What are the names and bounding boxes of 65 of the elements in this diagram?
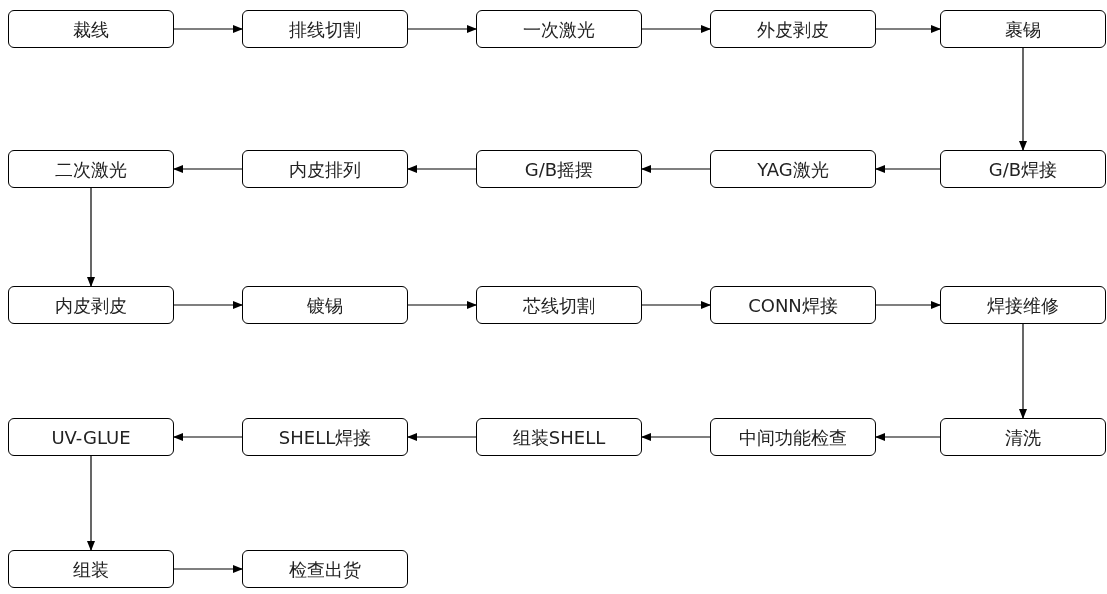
arrow (173, 165, 243, 173)
arrow (407, 301, 477, 309)
arrow (1019, 323, 1027, 419)
process-box (242, 286, 408, 324)
process-box (940, 10, 1106, 48)
arrow (173, 565, 243, 573)
step-label: 中间功能检查 (739, 425, 847, 450)
step-label: YAG激光 (757, 157, 829, 182)
step-label: 二次激光 (55, 157, 127, 182)
step-label: 一次激光 (523, 17, 595, 42)
step-label: 组装SHELL (512, 425, 606, 450)
arrow (407, 25, 477, 33)
step-label: SHELL焊接 (278, 425, 372, 450)
arrow (173, 433, 243, 441)
process-box (940, 286, 1106, 324)
arrow (1019, 47, 1027, 151)
process-box (242, 418, 408, 456)
process-box (242, 550, 408, 588)
step-label: 裹锡 (1005, 17, 1041, 42)
process-box (242, 150, 408, 188)
step-label: 内皮排列 (289, 157, 361, 182)
process-box (476, 150, 642, 188)
arrow (407, 433, 477, 441)
process-box (710, 418, 876, 456)
arrow (875, 301, 941, 309)
process-box (710, 10, 876, 48)
step-label: CONN焊接 (748, 293, 838, 318)
process-box (940, 150, 1106, 188)
step-label: 焊接维修 (987, 293, 1059, 318)
process-box (940, 418, 1106, 456)
arrow (173, 301, 243, 309)
step-label: 外皮剥皮 (757, 17, 829, 42)
step-label: 裁线 (73, 17, 109, 42)
arrow (87, 455, 95, 551)
process-box (476, 10, 642, 48)
process-box (476, 418, 642, 456)
arrow (407, 165, 477, 173)
arrow (173, 25, 243, 33)
process-box (242, 10, 408, 48)
arrow (875, 433, 941, 441)
step-label: 检查出货 (289, 557, 361, 582)
process-box (8, 10, 174, 48)
step-label: 芯线切割 (523, 293, 595, 318)
step-label: 清洗 (1005, 425, 1041, 450)
process-box (710, 286, 876, 324)
arrow (875, 25, 941, 33)
process-box (476, 286, 642, 324)
step-label: UV-GLUE (51, 425, 131, 450)
step-label: 组装 (73, 557, 109, 582)
step-label: 镀锡 (307, 293, 343, 318)
arrow (641, 301, 711, 309)
arrow (875, 165, 941, 173)
arrow (641, 25, 711, 33)
process-box (8, 550, 174, 588)
arrow (641, 165, 711, 173)
process-box (8, 286, 174, 324)
process-box (8, 150, 174, 188)
step-label: 内皮剥皮 (55, 293, 127, 318)
step-label: G/B焊接 (988, 157, 1058, 182)
arrow (641, 433, 711, 441)
process-box (8, 418, 174, 456)
process-box (710, 150, 876, 188)
arrow (87, 187, 95, 287)
step-label: 排线切割 (289, 17, 361, 42)
step-label: G/B摇摆 (524, 157, 594, 182)
